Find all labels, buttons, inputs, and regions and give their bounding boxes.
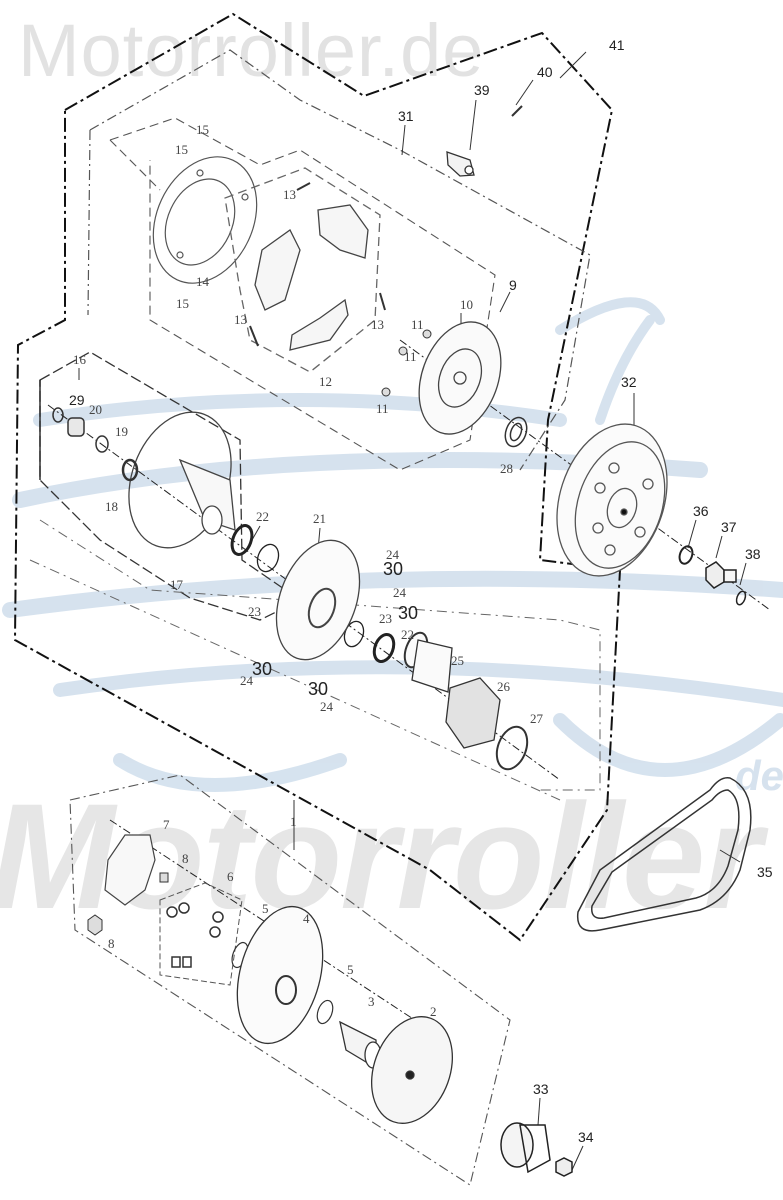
part-label-6: 6 [227,869,234,884]
part-label-32: 32 [621,374,637,390]
part-13-springs [249,182,386,347]
part-label-11: 11 [376,401,389,416]
part-label-1: 1 [290,814,297,829]
part-36-washer [678,545,694,565]
part-label-27: 27 [530,711,543,726]
part-label-30: 30 [383,559,404,579]
part-4-drive-face [236,905,324,1045]
part-label-36: 36 [693,503,709,519]
part-label-8: 8 [182,851,189,866]
part-label-19: 19 [115,424,128,439]
part-label-2: 2 [430,1004,437,1019]
part-label-41: 41 [609,37,625,53]
part-label-22: 22 [256,509,269,524]
part-label-12: 12 [319,374,332,389]
part-label-38: 38 [745,546,761,562]
part-2-fan-sheave [370,1016,454,1124]
part-label-15: 15 [196,122,209,137]
part-label-11: 11 [404,349,417,364]
part-12-clutch-shoes [224,167,381,373]
part-label-28: 28 [500,461,513,476]
part-label-24: 24 [240,673,253,688]
part-33-starter-pulley [500,1122,551,1174]
part-26-spring [445,677,501,749]
part-7-ramp-plate [104,834,156,906]
part-label-31: 31 [398,108,414,124]
part-label-4: 4 [303,911,310,926]
part-label-14: 14 [196,274,209,289]
part-27-seal [495,725,529,771]
part-label-30: 30 [308,679,329,699]
part-37-nut [705,561,737,589]
group-9-boundary [109,117,496,471]
part-21-movable-sheave [275,539,361,661]
part-6-rollers [159,882,243,986]
part-label-21: 21 [313,511,326,526]
part-29-20-18-small-parts [52,407,139,482]
part-label-13: 13 [283,187,296,202]
part-label-34: 34 [578,1129,594,1145]
part-11-nuts [381,329,432,397]
part-label-15: 15 [175,142,188,157]
part-label-40: 40 [537,64,553,80]
part-label-29: 29 [69,392,85,408]
part-label-22: 22 [401,627,414,642]
part-label-11: 11 [411,317,424,332]
part-label-15: 15 [176,296,189,311]
part-28-washer [504,416,528,448]
part-35-drive-belt [576,777,752,932]
part-label-17: 17 [170,577,183,592]
part-label-10: 10 [460,297,473,312]
watermark-top: Motorroller.de [18,9,485,92]
part-label-30: 30 [398,603,419,623]
part-22-23-seals [230,524,396,664]
part-label-35: 35 [757,864,773,880]
part-40-bolt [511,105,523,117]
part-label-23: 23 [248,604,261,619]
part-label-39: 39 [474,82,490,98]
part-label-24: 24 [386,547,399,562]
part-label-24: 24 [393,585,406,600]
part-34-nut [555,1157,573,1177]
part-label-13: 13 [234,312,247,327]
group-1-boundary [69,774,511,1186]
part-39-bracket [446,151,475,177]
part-32-clutch-bell [556,423,668,577]
part-label-5: 5 [262,901,269,916]
group-31-boundary [87,49,591,471]
part-label-33: 33 [533,1081,549,1097]
part-label-7: 7 [163,817,170,832]
part-label-16: 16 [73,352,86,367]
part-label-20: 20 [89,402,102,417]
part-label-23: 23 [379,611,392,626]
part-label-30: 30 [252,659,273,679]
part-label-5: 5 [347,962,354,977]
part-label-24: 24 [320,699,333,714]
part-label-13: 13 [371,317,384,332]
part-label-3: 3 [368,994,375,1009]
part-10-clutch-plate [418,321,502,435]
part-label-26: 26 [497,679,510,694]
part-label-18: 18 [105,499,118,514]
part-label-9: 9 [509,277,517,293]
part-label-37: 37 [721,519,737,535]
part-8-sliders [87,872,169,936]
part-38-washer [735,590,747,606]
part-label-25: 25 [451,653,464,668]
watermark-swoosh [2,297,783,792]
part-label-8: 8 [108,936,115,951]
watermark-suffix: de [735,752,783,799]
part-14-gasket [152,156,258,284]
part-25-collar [403,631,453,693]
